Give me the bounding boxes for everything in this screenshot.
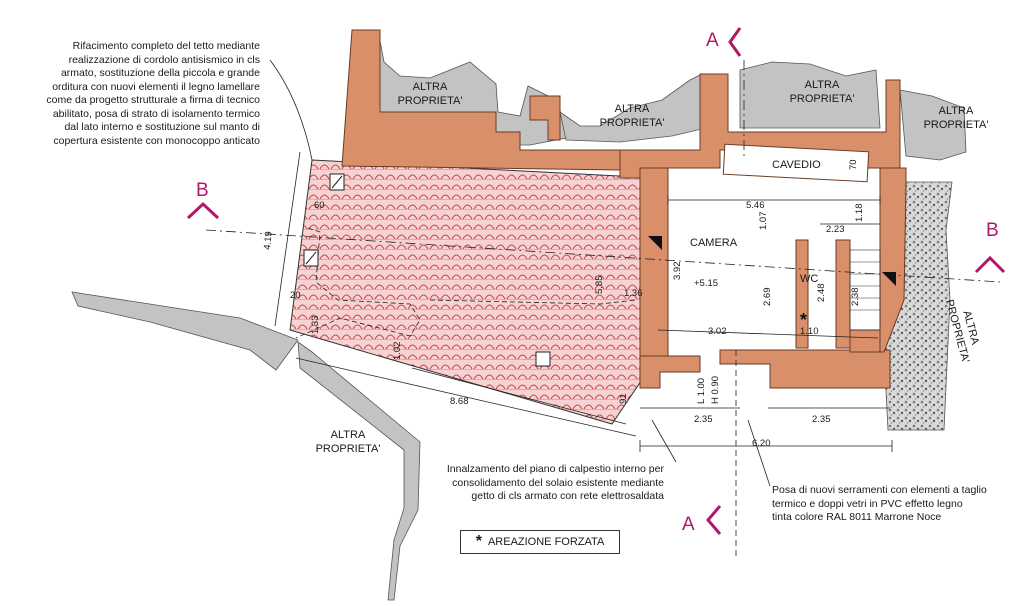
section-markers xyxy=(186,27,1006,535)
dim-102: 1.02 xyxy=(392,342,403,361)
dim-868: 8.68 xyxy=(450,396,469,407)
other-property-5-line2: PROPRIETA' xyxy=(316,443,381,455)
floor-note-line-1: Innalzamento del piano di calpestio inte… xyxy=(446,463,664,475)
dim-302: 3.02 xyxy=(708,326,727,337)
dim-235-right: 2.35 xyxy=(812,414,831,425)
dim-20: 20 xyxy=(290,290,301,301)
room-wc: WC xyxy=(800,273,818,285)
dim-235-left: 2.35 xyxy=(694,414,713,425)
dimension-texts: 5.46 1.07 2.23 1.18 70 3.92 2.69 2.48 2.… xyxy=(262,159,865,449)
windows-note-line-3: tinta colore RAL 8011 Marrone Noce xyxy=(772,511,942,523)
dim-419: 4.19 xyxy=(262,231,275,250)
roof-note-line-1: Rifacimento completo del tetto mediante xyxy=(72,40,260,52)
legend-box: * AREAZIONE FORZATA xyxy=(460,530,620,554)
roof-note-line-3: armato, sostituzione della piccola e gra… xyxy=(60,67,260,79)
section-a-bottom: A xyxy=(682,514,695,535)
dim-392: 3.92 xyxy=(672,262,683,281)
roof-note-line-2: realizzazione di cordolo antisismico in … xyxy=(68,53,260,66)
room-camera: CAMERA xyxy=(690,237,738,249)
floor-note-line-3: getto di cls armato con rete elettrosald… xyxy=(471,490,664,502)
dim-133: 1.33 xyxy=(310,316,321,335)
dim-620: 6.20 xyxy=(752,438,771,449)
dim-118: 1.18 xyxy=(854,204,865,223)
vent-asterisk: * xyxy=(800,310,807,330)
dimension-lines xyxy=(205,59,1001,560)
black-markers xyxy=(648,236,896,286)
roof-note-line-6: abilitato, posa di strato di isolamento … xyxy=(52,107,260,120)
dim-110: 1.10 xyxy=(800,326,819,337)
dim-269: 2.69 xyxy=(762,288,773,307)
section-a-top: A xyxy=(706,30,719,51)
dim-h090: H 0.90 xyxy=(710,376,721,404)
dim-l100: L 1.00 xyxy=(696,378,707,404)
cavedio-box xyxy=(722,143,870,183)
windows-note-line-1: Posa di nuovi serramenti con elementi a … xyxy=(772,484,987,496)
roof-note: Rifacimento completo del tetto mediante … xyxy=(8,40,260,148)
dim-585: 5.85 xyxy=(594,276,605,295)
other-property-3-line2: PROPRIETA' xyxy=(790,93,855,105)
other-property-3-line1: ALTRA xyxy=(805,79,840,91)
elevation-label: +5.15 xyxy=(694,278,718,289)
other-property-4-line1: ALTRA xyxy=(939,105,974,117)
other-property-1-line1: ALTRA xyxy=(413,81,448,93)
other-property-labels: ALTRA PROPRIETA' ALTRA PROPRIETA' ALTRA … xyxy=(316,79,989,455)
dim-223: 2.23 xyxy=(826,224,845,235)
roof-area xyxy=(289,159,659,425)
section-b-left: B xyxy=(196,180,209,201)
dim-248: 2.48 xyxy=(816,284,827,303)
other-property-2-line2: PROPRIETA' xyxy=(600,117,665,129)
windows-note: Posa di nuovi serramenti con elementi a … xyxy=(772,484,1022,525)
dim-238: 2.38 xyxy=(850,288,861,307)
wc-stair xyxy=(849,249,881,331)
legend-asterisk-icon: * xyxy=(475,533,482,550)
roof-note-line-7: dal lato interno e sostituzione sul mant… xyxy=(64,121,260,133)
dim-107: 1.07 xyxy=(758,212,769,231)
floor-note: Innalzamento del piano di calpestio inte… xyxy=(414,463,664,504)
other-property-2-line1: ALTRA xyxy=(615,103,650,115)
vent-boxes xyxy=(303,173,551,367)
roof-note-line-8: copertura esistente con monocoppo antica… xyxy=(53,134,260,147)
legend-text: AREAZIONE FORZATA xyxy=(487,536,605,548)
section-b-right: B xyxy=(986,220,999,241)
dim-91: 91 xyxy=(618,393,629,404)
dim-546: 5.46 xyxy=(746,200,765,211)
dim-070: 70 xyxy=(848,159,859,170)
roof-note-line-4: orditura con nuovi elementi il legno lam… xyxy=(52,80,260,93)
other-property-1-line2: PROPRIETA' xyxy=(398,95,463,107)
dim-60: 60 xyxy=(314,200,325,211)
other-property-5-line1: ALTRA xyxy=(331,429,366,441)
dim-136: 1.36 xyxy=(624,288,643,299)
other-property-4-line2: PROPRIETA' xyxy=(924,119,989,131)
floor-note-line-2: consolidamento del solaio esistente medi… xyxy=(452,476,664,489)
roof-note-line-5: come da progetto strutturale a firma di … xyxy=(46,94,260,106)
windows-note-line-2: termico e doppi vetri in PVC effetto leg… xyxy=(772,497,963,510)
room-cavedio: CAVEDIO xyxy=(772,159,821,171)
